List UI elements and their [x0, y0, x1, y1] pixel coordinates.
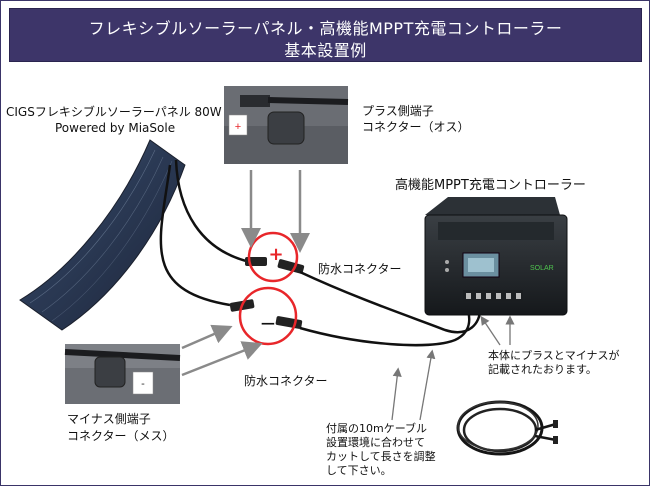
- cable-note-arrow-2: [419, 349, 436, 421]
- minus-highlight-circle: [238, 286, 298, 346]
- cable-note-line-2: 設置環境に合わせて: [326, 436, 425, 449]
- controller-brand: SOLAR: [530, 265, 554, 272]
- mppt-controller-image: SOLAR: [424, 197, 568, 316]
- cable-note-arrow-1: [391, 367, 402, 421]
- minus-pointer-arrow-2: [181, 341, 263, 377]
- marking-note-arrow-1: [480, 315, 501, 346]
- plus-symbol: +: [268, 244, 283, 265]
- title-line-1: フレキシブルソーラーパネル・高機能MPPT充電コントローラー: [88, 19, 563, 38]
- controller-label: 高機能MPPT充電コントローラー: [395, 178, 586, 193]
- panel-label-line-2: Powered by MiaSole: [55, 121, 176, 135]
- minus-cable-controller: [299, 309, 471, 347]
- cable-note-line-3: カットして長さを調整: [326, 450, 436, 463]
- plus-cable-controller: [299, 270, 482, 334]
- marking-note-line-1: 本体にプラスとマイナスが: [488, 349, 620, 362]
- minus-cable-panel: [159, 164, 231, 307]
- solar-panel-image: [19, 139, 186, 331]
- waterproof-connector-upper-label: 防水コネクター: [318, 262, 402, 276]
- plus-connector-label-line-1: プラス側端子: [362, 104, 434, 118]
- minus-pointer-arrow-1: [181, 324, 233, 350]
- cable-note-line-4: して下さい。: [326, 464, 392, 477]
- title-line-2: 基本設置例: [284, 41, 367, 60]
- plus-cable-panel: [174, 159, 251, 264]
- title-banner: フレキシブルソーラーパネル・高機能MPPT充電コントローラー 基本設置例: [9, 8, 642, 62]
- minus-connector-photo: -: [64, 344, 181, 404]
- plus-connector-label-line-2: コネクター（オス）: [362, 120, 470, 134]
- cable-coil-image: [456, 400, 558, 456]
- minus-connector-label-line-1: マイナス側端子: [67, 412, 151, 426]
- marking-note-line-2: 記載されたおります。: [488, 363, 597, 376]
- cable-note-line-1: 付属の10mケーブル: [326, 422, 428, 435]
- plus-highlight-circle: [247, 231, 299, 283]
- plus-tag-label: +: [235, 121, 241, 133]
- minus-symbol: −: [260, 311, 277, 335]
- minus-tag-label: -: [141, 378, 145, 390]
- plus-connector-photo: +: [224, 86, 349, 164]
- waterproof-connector-lower-label: 防水コネクター: [244, 374, 328, 388]
- minus-connector-label-line-2: コネクター（メス）: [67, 429, 175, 443]
- panel-label-line-1: CIGSフレキシブルソーラーパネル 80W: [6, 105, 222, 119]
